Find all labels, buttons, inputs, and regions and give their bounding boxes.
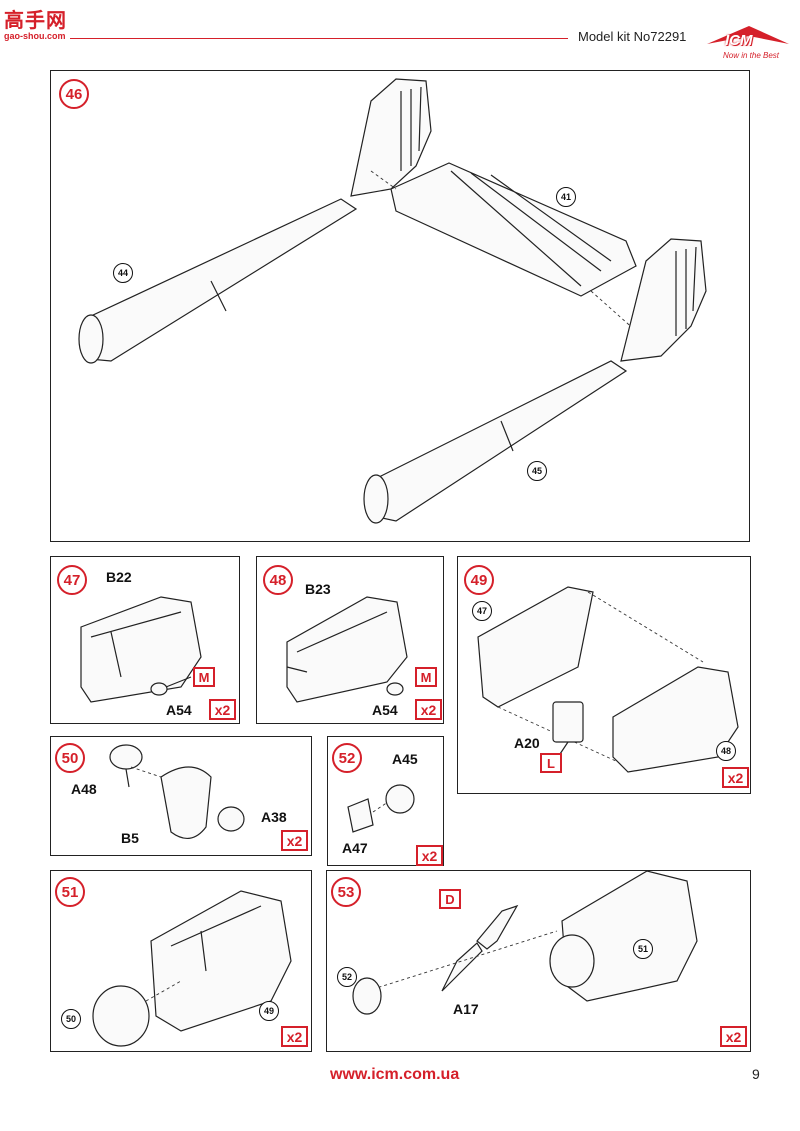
multiplier-badge: x2 [281, 830, 308, 851]
step-46-panel: 46 41 44 45 [50, 70, 750, 542]
step-50-panel: 50 A48 B5 A38 x2 [50, 736, 312, 856]
watermark-text: 高手网 [4, 8, 67, 32]
multiplier-badge: x2 [281, 1026, 308, 1047]
step-number: 46 [59, 79, 89, 109]
wheel-parts-drawing [109, 744, 245, 839]
part-label: A45 [392, 751, 418, 767]
step-51-panel: 51 50 49 x2 [50, 870, 312, 1052]
multiplier-badge: x2 [415, 699, 442, 720]
brand-logo-wing-icon [707, 26, 789, 44]
model-kit-label: Model kit No72291 [578, 29, 687, 44]
multiplier-badge: x2 [722, 767, 749, 788]
part-callout: 45 [527, 461, 547, 481]
multiplier-badge: x2 [416, 845, 443, 866]
part-label: B23 [305, 581, 331, 597]
part-label: A38 [261, 809, 287, 825]
propeller-assembly-drawing [352, 871, 698, 1015]
part-label: A54 [372, 702, 398, 718]
color-code-box: M [415, 667, 437, 687]
part-callout: 52 [337, 967, 357, 987]
brand-name: ICM [725, 32, 753, 49]
brand-logo: ICM Now in the Best [703, 14, 793, 66]
part-callout: 48 [716, 741, 736, 761]
boom-half-drawing [286, 596, 408, 703]
step-48-panel: 48 B23 A54 M x2 [256, 556, 444, 724]
part-callout: 41 [556, 187, 576, 207]
color-code-box: D [439, 889, 461, 909]
step-number: 50 [55, 743, 85, 773]
part-label: A48 [71, 781, 97, 797]
multiplier-badge: x2 [209, 699, 236, 720]
step-number: 47 [57, 565, 87, 595]
brand-tagline: Now in the Best [723, 51, 780, 60]
color-code-box: M [193, 667, 215, 687]
step-number: 49 [464, 565, 494, 595]
part-callout: 50 [61, 1009, 81, 1029]
tail-boom-assembly-drawing [78, 78, 707, 524]
watermark-subtext: gao-shou.com [4, 31, 66, 41]
part-label: A54 [166, 702, 192, 718]
part-callout: 47 [472, 601, 492, 621]
spinner-parts-drawing [347, 784, 415, 833]
part-label: A47 [342, 840, 368, 856]
multiplier-badge: x2 [720, 1026, 747, 1047]
step-47-panel: 47 B22 A54 M x2 [50, 556, 240, 724]
part-callout: 51 [633, 939, 653, 959]
part-label: B5 [121, 830, 139, 846]
part-label: B22 [106, 569, 132, 585]
part-label: A17 [453, 1001, 479, 1017]
step-number: 52 [332, 743, 362, 773]
part-label: A20 [514, 735, 540, 751]
footer-url[interactable]: www.icm.com.ua [330, 1066, 460, 1083]
step-number: 53 [331, 877, 361, 907]
page-number: 9 [752, 1066, 760, 1082]
step-number: 51 [55, 877, 85, 907]
color-code-box: L [540, 753, 562, 773]
watermark-logo: 高手网 gao-shou.com [4, 4, 67, 41]
header-rule [70, 38, 568, 39]
part-callout: 44 [113, 263, 133, 283]
step-49-panel: 49 47 48 A20 L x2 [457, 556, 751, 794]
boom-half-drawing [80, 596, 202, 703]
boom-halves-join-drawing [477, 586, 739, 773]
step-52-panel: 52 A45 A47 x2 [327, 736, 444, 866]
step-53-panel: 53 D 52 51 A17 x2 [326, 870, 751, 1052]
part-callout: 49 [259, 1001, 279, 1021]
hub-assembly-drawing [92, 890, 292, 1047]
step-number: 48 [263, 565, 293, 595]
